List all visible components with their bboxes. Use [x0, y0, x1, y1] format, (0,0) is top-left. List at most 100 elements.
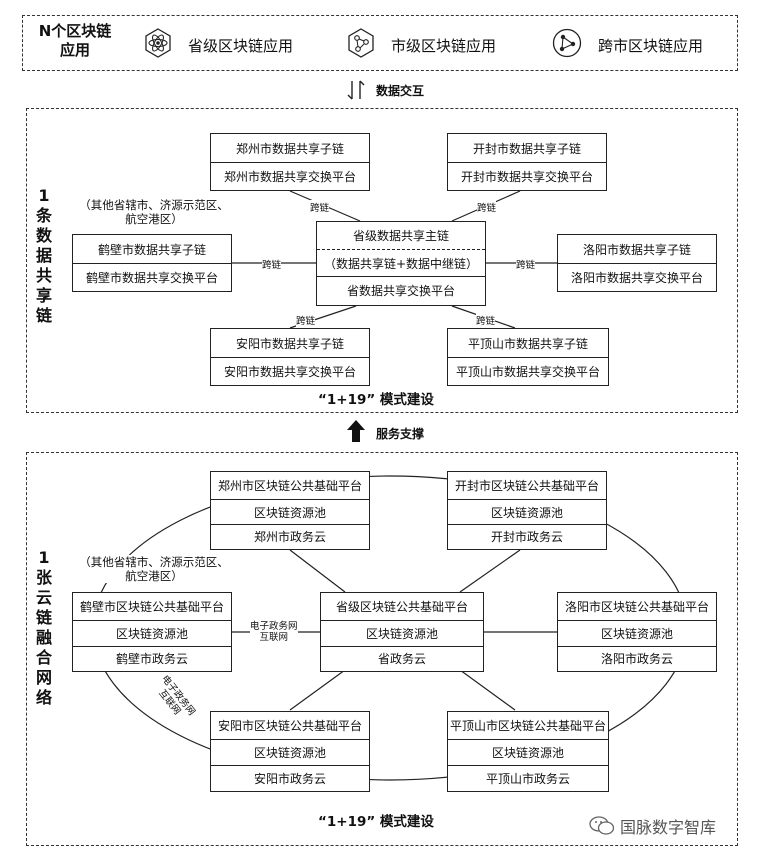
node-line: 开封市政务云 — [448, 524, 606, 548]
up-arrow-icon — [346, 419, 366, 443]
cross-chain-label: 跨链 — [476, 313, 496, 327]
cloud-section-panel — [26, 452, 738, 846]
triangle-network-circle-icon — [552, 28, 582, 58]
network-hexagon-icon — [346, 28, 376, 58]
cloud-node-pingdingshan: 平顶山市区块链公共基础平台 区块链资源池 平顶山市政务云 — [447, 711, 609, 792]
node-line: 平顶山市数据共享交换平台 — [448, 357, 608, 385]
node-line: 省级区块链公共基础平台 — [335, 600, 468, 614]
chain-node-anyang: 安阳市数据共享子链 安阳市数据共享交换平台 — [210, 328, 370, 386]
cloud-node-anyang: 安阳市区块链公共基础平台 区块链资源池 安阳市政务云 — [210, 711, 370, 792]
node-line: 郑州市区块链公共基础平台 — [217, 479, 362, 493]
cloud-center-provincial: 省级区块链公共基础平台 区块链资源池 省政务云 — [320, 592, 484, 672]
node-line: 区块链资源池 — [211, 739, 369, 765]
chain-center-provincial: 省级数据共享主链 （数据共享链+数据中继链） 省数据共享交换平台 — [316, 221, 486, 306]
node-line: 安阳市政务云 — [211, 765, 369, 790]
app-city-label: 市级区块链应用 — [391, 37, 497, 55]
v-char: 享 — [35, 286, 52, 305]
node-line: 区块链资源池 — [211, 499, 369, 524]
cloud-node-hebi: 鹤壁市区块链公共基础平台 区块链资源池 鹤壁市政务云 — [72, 592, 232, 672]
v-char: 1 — [38, 186, 50, 205]
node-line: 区块链资源池 — [321, 620, 483, 646]
apps-title-line2: 应用 — [59, 41, 90, 59]
center-line1: 省级数据共享主链 — [352, 229, 449, 243]
cloud-node-zhengzhou: 郑州市区块链公共基础平台 区块链资源池 郑州市政务云 — [210, 471, 370, 550]
chain-section-vertical-label: 1 条 数 据 共 享 链 — [32, 186, 56, 326]
service-support-label: 服务支撑 — [376, 427, 425, 441]
v-char: 合 — [35, 648, 52, 667]
node-line: 郑州市政务云 — [211, 524, 369, 548]
cloud-link-pingdingshan — [459, 669, 516, 711]
apps-panel — [22, 15, 738, 71]
center-line2: （数据共享链+数据中继链） — [317, 249, 485, 276]
v-char: 链 — [35, 608, 52, 627]
node-line: 开封市数据共享子链 — [472, 141, 581, 156]
node-line: 安阳市数据共享子链 — [235, 336, 344, 351]
network-label-line2: 互联网 — [259, 632, 289, 643]
node-line: 洛阳市区块链公共基础平台 — [564, 600, 709, 614]
apps-title-line1: N个区块链 — [38, 22, 112, 40]
node-line: 区块链资源池 — [448, 739, 608, 765]
node-line: 区块链资源池 — [448, 499, 606, 524]
note-line1: （其他省辖市、济源示范区、 — [79, 198, 229, 212]
node-line: 鹤壁市数据共享交换平台 — [73, 263, 231, 291]
node-line: 郑州市数据共享子链 — [235, 141, 344, 156]
bidirectional-arrow-icon — [345, 78, 367, 102]
v-char: 云 — [35, 588, 52, 607]
node-line: 平顶山市政务云 — [448, 765, 608, 790]
watermark-text: 国脉数字智库 — [620, 818, 717, 837]
node-line: 省政务云 — [321, 646, 483, 670]
v-char: 共 — [35, 266, 52, 285]
cloud-section-vertical-label: 1 张 云 链 融 合 网 络 — [32, 548, 56, 708]
node-line: 安阳市区块链公共基础平台 — [217, 719, 362, 733]
node-line: 安阳市数据共享交换平台 — [211, 357, 369, 385]
v-char: 张 — [35, 568, 52, 587]
node-line: 平顶山市数据共享子链 — [467, 336, 588, 351]
node-line: 开封市区块链公共基础平台 — [454, 479, 599, 493]
node-line: 洛阳市数据共享子链 — [582, 242, 691, 257]
chain-node-hebi: 鹤壁市数据共享子链 鹤壁市数据共享交换平台 — [72, 234, 232, 292]
chain-section-note: （其他省辖市、济源示范区、 航空港区） — [66, 198, 242, 226]
cross-chain-label: 跨链 — [296, 313, 316, 327]
cloud-link-anyang — [289, 669, 346, 711]
v-char: 数 — [35, 226, 52, 245]
v-char: 条 — [35, 206, 52, 225]
v-char: 络 — [35, 688, 52, 707]
node-line: 洛阳市政务云 — [558, 646, 716, 670]
cloud-node-luoyang: 洛阳市区块链公共基础平台 区块链资源池 洛阳市政务云 — [557, 592, 717, 672]
cloud-link-kaifeng — [459, 549, 521, 593]
cloud-section-note: （其他省辖市、济源示范区、 航空港区） — [66, 555, 242, 583]
note-line2: 航空港区） — [125, 569, 183, 583]
app-cross-city-label: 跨市区块链应用 — [598, 37, 704, 55]
apps-title: N个区块链 应用 — [36, 22, 114, 60]
chain-section-footer: “1+19” 模式建设 — [318, 392, 434, 408]
node-line: 郑州市数据共享交换平台 — [211, 162, 369, 190]
v-char: 据 — [35, 246, 52, 265]
cross-chain-label: 跨链 — [262, 257, 282, 271]
cross-chain-label: 跨链 — [516, 257, 536, 271]
note-line1: （其他省辖市、济源示范区、 — [79, 555, 229, 569]
node-line: 洛阳市数据共享交换平台 — [558, 263, 716, 291]
wechat-icon — [589, 815, 615, 837]
node-line: 开封市数据共享交换平台 — [448, 162, 606, 190]
cloud-node-kaifeng: 开封市区块链公共基础平台 区块链资源池 开封市政务云 — [447, 471, 607, 550]
chain-node-pingdingshan: 平顶山市数据共享子链 平顶山市数据共享交换平台 — [447, 328, 609, 386]
v-char: 1 — [38, 548, 50, 567]
v-char: 链 — [35, 306, 52, 325]
cloud-link-zhengzhou — [289, 549, 346, 593]
data-exchange-label: 数据交互 — [376, 84, 425, 98]
v-char: 融 — [35, 628, 52, 647]
chain-section-panel — [26, 108, 738, 413]
node-line: 区块链资源池 — [558, 620, 716, 646]
node-line: 平顶山市区块链公共基础平台 — [449, 719, 606, 733]
v-char: 网 — [35, 668, 52, 687]
note-line2: 航空港区） — [125, 212, 183, 226]
node-line: 鹤壁市政务云 — [73, 646, 231, 670]
center-line3: 省数据共享交换平台 — [317, 276, 485, 304]
cross-chain-label: 跨链 — [477, 200, 497, 214]
cloud-section-footer: “1+19” 模式建设 — [318, 814, 434, 830]
node-line: 鹤壁市区块链公共基础平台 — [79, 600, 224, 614]
chain-node-kaifeng: 开封市数据共享子链 开封市数据共享交换平台 — [447, 133, 607, 191]
atom-hexagon-icon — [143, 28, 173, 58]
app-provincial-label: 省级区块链应用 — [188, 37, 294, 55]
node-line: 区块链资源池 — [73, 620, 231, 646]
